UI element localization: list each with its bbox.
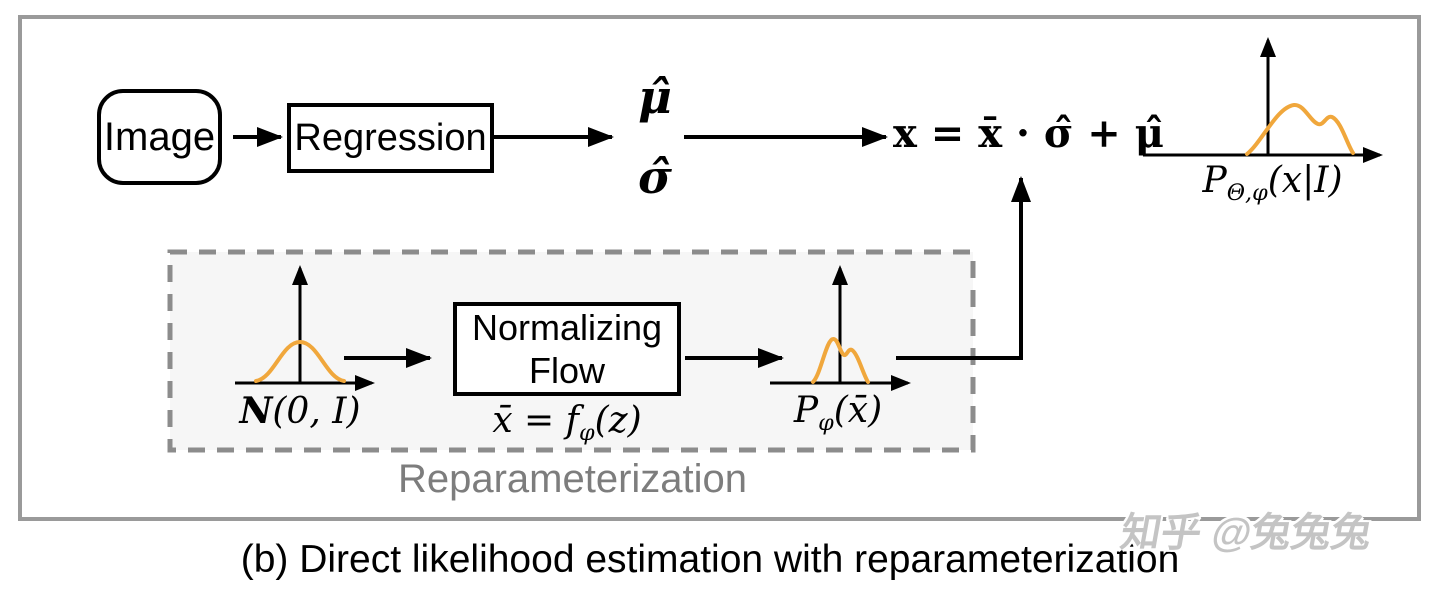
reparameterization-label: Reparameterization: [397, 457, 748, 501]
image-node-label: Image: [103, 114, 216, 159]
output-p: P: [1202, 160, 1227, 201]
image-node: Image: [97, 89, 222, 185]
gaussian-plot-label: N(0, I): [225, 390, 375, 432]
pphi-p: P: [793, 390, 819, 431]
output-plot-label: PΘ,φ(x|I): [1160, 160, 1385, 204]
zhihu-watermark: 知乎 @兔兔兔: [1117, 511, 1376, 555]
normalizing-flow-node: Normalizing Flow: [453, 302, 681, 396]
mu-hat-symbol: μ̂: [638, 70, 672, 124]
pphi-subscript: φ: [818, 410, 834, 437]
gaussian-cal-n: N: [239, 390, 273, 432]
flow-eq-lhs: x̄ = f: [492, 400, 579, 441]
flow-equation-label: x̄ = fφ(z): [453, 400, 681, 444]
regression-node: Regression: [287, 103, 494, 173]
flow-node-label-line2: Flow: [528, 350, 605, 391]
flow-eq-rhs: (z): [594, 400, 642, 441]
flow-node-label-line1: Normalizing: [471, 307, 663, 348]
output-subscript: Θ,φ: [1226, 180, 1268, 207]
output-args: (x|I): [1267, 160, 1343, 201]
sigma-hat-symbol: σ̂: [638, 150, 672, 204]
flow-eq-subscript: φ: [579, 420, 595, 447]
reparameterization-equation: x = x̄ · σ̂ + μ̂: [893, 110, 1164, 157]
gaussian-args: (0, I): [272, 391, 361, 432]
regression-node-label: Regression: [294, 116, 487, 159]
pphi-curve: [811, 337, 870, 384]
gaussian-curve: [254, 340, 346, 383]
figure-caption: (b) Direct likelihood estimation with re…: [240, 538, 1180, 581]
arrow-sample-to-equation: [896, 176, 1031, 360]
output-curve: [1245, 103, 1355, 156]
pphi-plot-label: Pφ(x̄): [768, 390, 908, 434]
pphi-args: (x̄): [833, 390, 883, 431]
